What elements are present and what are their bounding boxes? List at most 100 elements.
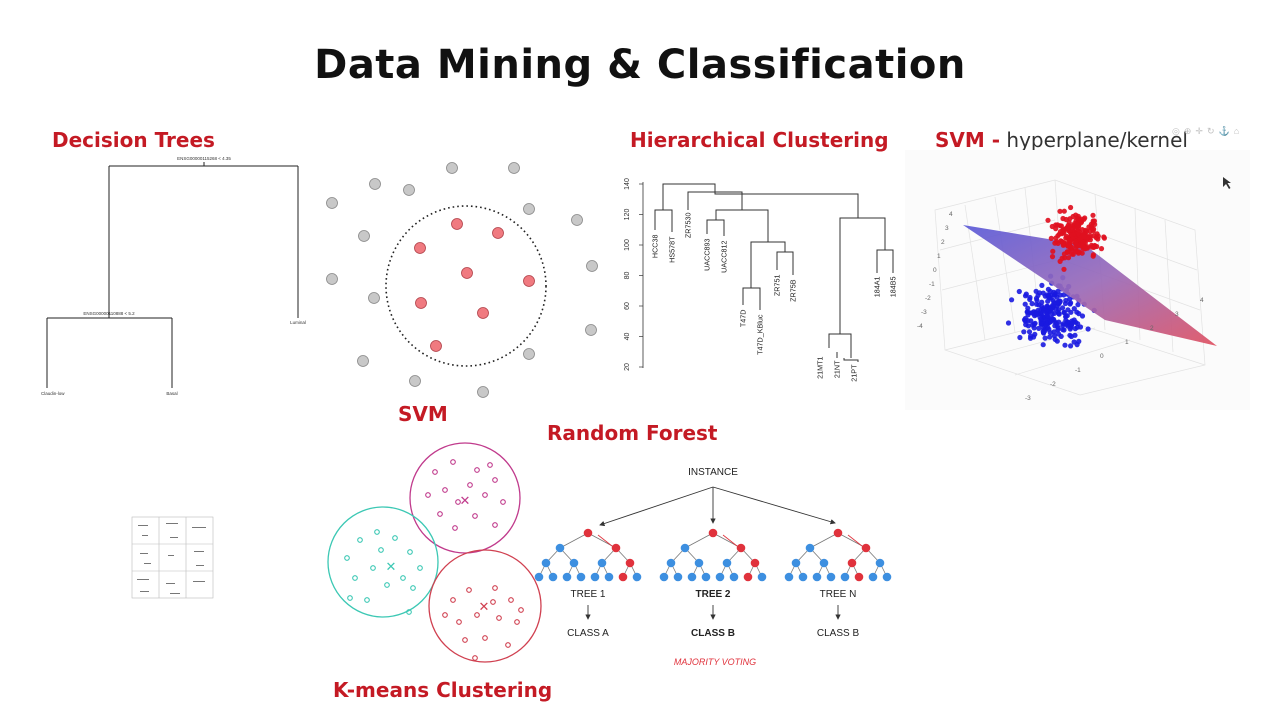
rotate-icon[interactable]: ↻ [1206, 126, 1219, 136]
blue-point [1036, 325, 1042, 331]
label-hierarchical-clustering: Hierarchical Clustering [630, 128, 889, 152]
cluster-point [364, 597, 370, 603]
svm-gray-point [446, 162, 458, 174]
rf-node [694, 558, 704, 568]
rf-node [548, 572, 558, 582]
red-point [1090, 212, 1096, 218]
axis-tick: 0 [1100, 353, 1104, 360]
blue-point [1032, 331, 1038, 337]
blue-point [1032, 320, 1038, 326]
rf-node [743, 572, 753, 582]
blue-point [1039, 282, 1045, 288]
rf-node [666, 558, 676, 568]
rf-node [798, 572, 808, 582]
rf-node [618, 572, 628, 582]
dendro-leaf-label: 21PT [850, 364, 859, 382]
dendro-tick: 120 [624, 209, 631, 221]
red-point [1067, 237, 1073, 243]
blue-point [1069, 321, 1075, 327]
blue-point [1056, 331, 1062, 337]
svm-gray-point [508, 162, 520, 174]
svm-red-point [451, 218, 463, 230]
red-point [1074, 221, 1080, 227]
cluster-point [357, 537, 363, 543]
cluster-point [466, 587, 472, 593]
label-svm-hyperplane-rest: hyperplane/kernel [1000, 128, 1188, 152]
svm-gray-point [409, 375, 421, 387]
home-icon[interactable]: ⌂ [1233, 126, 1244, 136]
cluster-point [482, 635, 488, 641]
blue-point [1029, 301, 1035, 307]
dendro-leaf-label: T47D_KBluc [756, 314, 765, 355]
blue-point [1050, 298, 1056, 304]
svm-gray-point [523, 203, 535, 215]
cluster-point [417, 565, 423, 571]
blue-point [1075, 302, 1081, 308]
blue-point [1045, 286, 1051, 292]
centroid-marker: ✕ [479, 599, 490, 614]
red-point [1061, 208, 1067, 214]
axis-tick: -2 [1050, 381, 1056, 388]
plot-toolbar-icons[interactable]: ◎⊕✛↻⚓⌂ [1172, 126, 1243, 137]
cluster-point [492, 477, 498, 483]
blue-point [1077, 324, 1084, 330]
rf-node [715, 572, 725, 582]
axis-tick: -3 [1025, 395, 1031, 402]
red-point [1052, 240, 1058, 246]
axis-tick: 3 [945, 225, 949, 232]
blue-point [1009, 297, 1015, 303]
rf-tree-label: TREE 1 [570, 589, 605, 600]
rf-voting-label: MAJORITY VOTING [674, 657, 756, 667]
label-random-forest: Random Forest [547, 421, 718, 445]
label-kmeans: K-means Clustering [333, 678, 553, 702]
tree-leaf: Claudin-low [41, 391, 65, 396]
rf-node [541, 558, 551, 568]
red-point [1045, 217, 1051, 223]
blue-point [1079, 313, 1086, 319]
rf-node [632, 572, 642, 582]
blue-point [1017, 334, 1023, 341]
red-point [1059, 255, 1065, 261]
svm-gray-point [586, 260, 598, 272]
pairs-plot-thumbnail [131, 516, 214, 599]
orbit-icon[interactable]: ⚓ [1218, 126, 1234, 136]
cluster-point [505, 642, 511, 648]
rf-node [882, 572, 892, 582]
rf-node [868, 572, 878, 582]
rf-node [784, 572, 794, 582]
svm-red-point [492, 227, 504, 239]
axis-tick: 1 [937, 253, 941, 260]
dendro-tick: 80 [624, 272, 631, 280]
blue-point [1067, 332, 1073, 338]
blue-point [1067, 326, 1073, 332]
rf-class-label: CLASS A [567, 628, 609, 639]
pan-icon[interactable]: ✛ [1195, 126, 1207, 136]
rf-node [611, 543, 621, 553]
centroid-marker: ✕ [460, 493, 471, 508]
rf-node [722, 558, 732, 568]
tree-left-split: ENSG00000110888 < 5.2 [83, 311, 135, 316]
centroid-marker: ✕ [386, 559, 397, 574]
cluster-point [492, 522, 498, 528]
red-point [1098, 246, 1105, 252]
svm-red-point [461, 267, 473, 279]
blue-point [1034, 297, 1040, 303]
red-point [1095, 236, 1101, 242]
cluster-point [472, 513, 478, 519]
blue-point [1042, 335, 1048, 341]
zoom-icon[interactable]: ⊕ [1183, 126, 1196, 136]
blue-point [1051, 310, 1057, 316]
rf-instance-label: INSTANCE [688, 467, 738, 478]
blue-point [1039, 299, 1045, 305]
rf-node [791, 558, 801, 568]
cluster-point [490, 599, 496, 605]
cluster-boundary [428, 549, 542, 663]
rf-node [805, 543, 815, 553]
svm-gray-point [571, 214, 583, 226]
svm-gray-point [357, 355, 369, 367]
red-point [1087, 232, 1093, 239]
cluster-point [344, 555, 350, 561]
camera-icon[interactable]: ◎ [1172, 126, 1184, 136]
dendro-leaf-label: 21MT1 [816, 357, 825, 379]
